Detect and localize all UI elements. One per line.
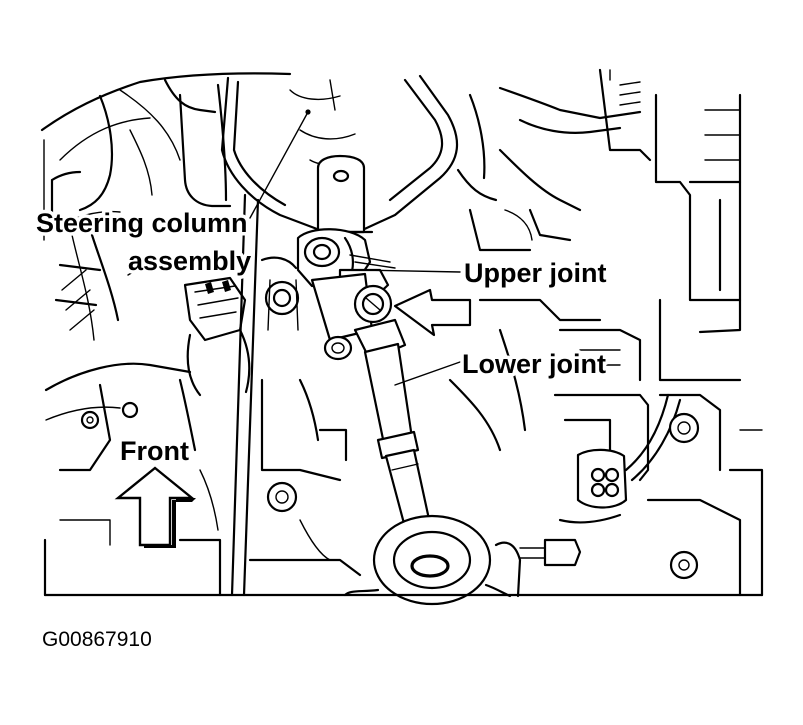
label-assembly: assembly	[128, 246, 251, 276]
label-front: Front	[120, 436, 189, 466]
steering-column-housing	[220, 74, 498, 234]
label-upper-joint: Upper joint	[464, 258, 607, 288]
front-arrow	[114, 466, 196, 548]
figure-id: G00867910	[42, 628, 152, 651]
lower-joint-shaft	[323, 318, 522, 606]
svg-text:assembly: assembly	[128, 246, 251, 276]
label-lower-joint: Lower joint	[462, 349, 606, 379]
svg-text:Steering column: Steering column	[36, 208, 248, 238]
leader-lines	[127, 109, 461, 386]
up-arrow-icon	[114, 466, 196, 547]
svg-text:Upper joint: Upper joint	[464, 258, 607, 288]
callouts: Steering column Steering column assembly…	[33, 205, 611, 470]
engine-bay-right	[43, 68, 764, 597]
label-steering-column: Steering column	[36, 208, 248, 238]
svg-text:Lower joint: Lower joint	[462, 349, 606, 379]
upper-joint-arrow	[393, 288, 472, 337]
svg-text:Front: Front	[120, 436, 189, 466]
engine-bay-background	[40, 72, 300, 597]
upper-joint	[296, 228, 396, 342]
